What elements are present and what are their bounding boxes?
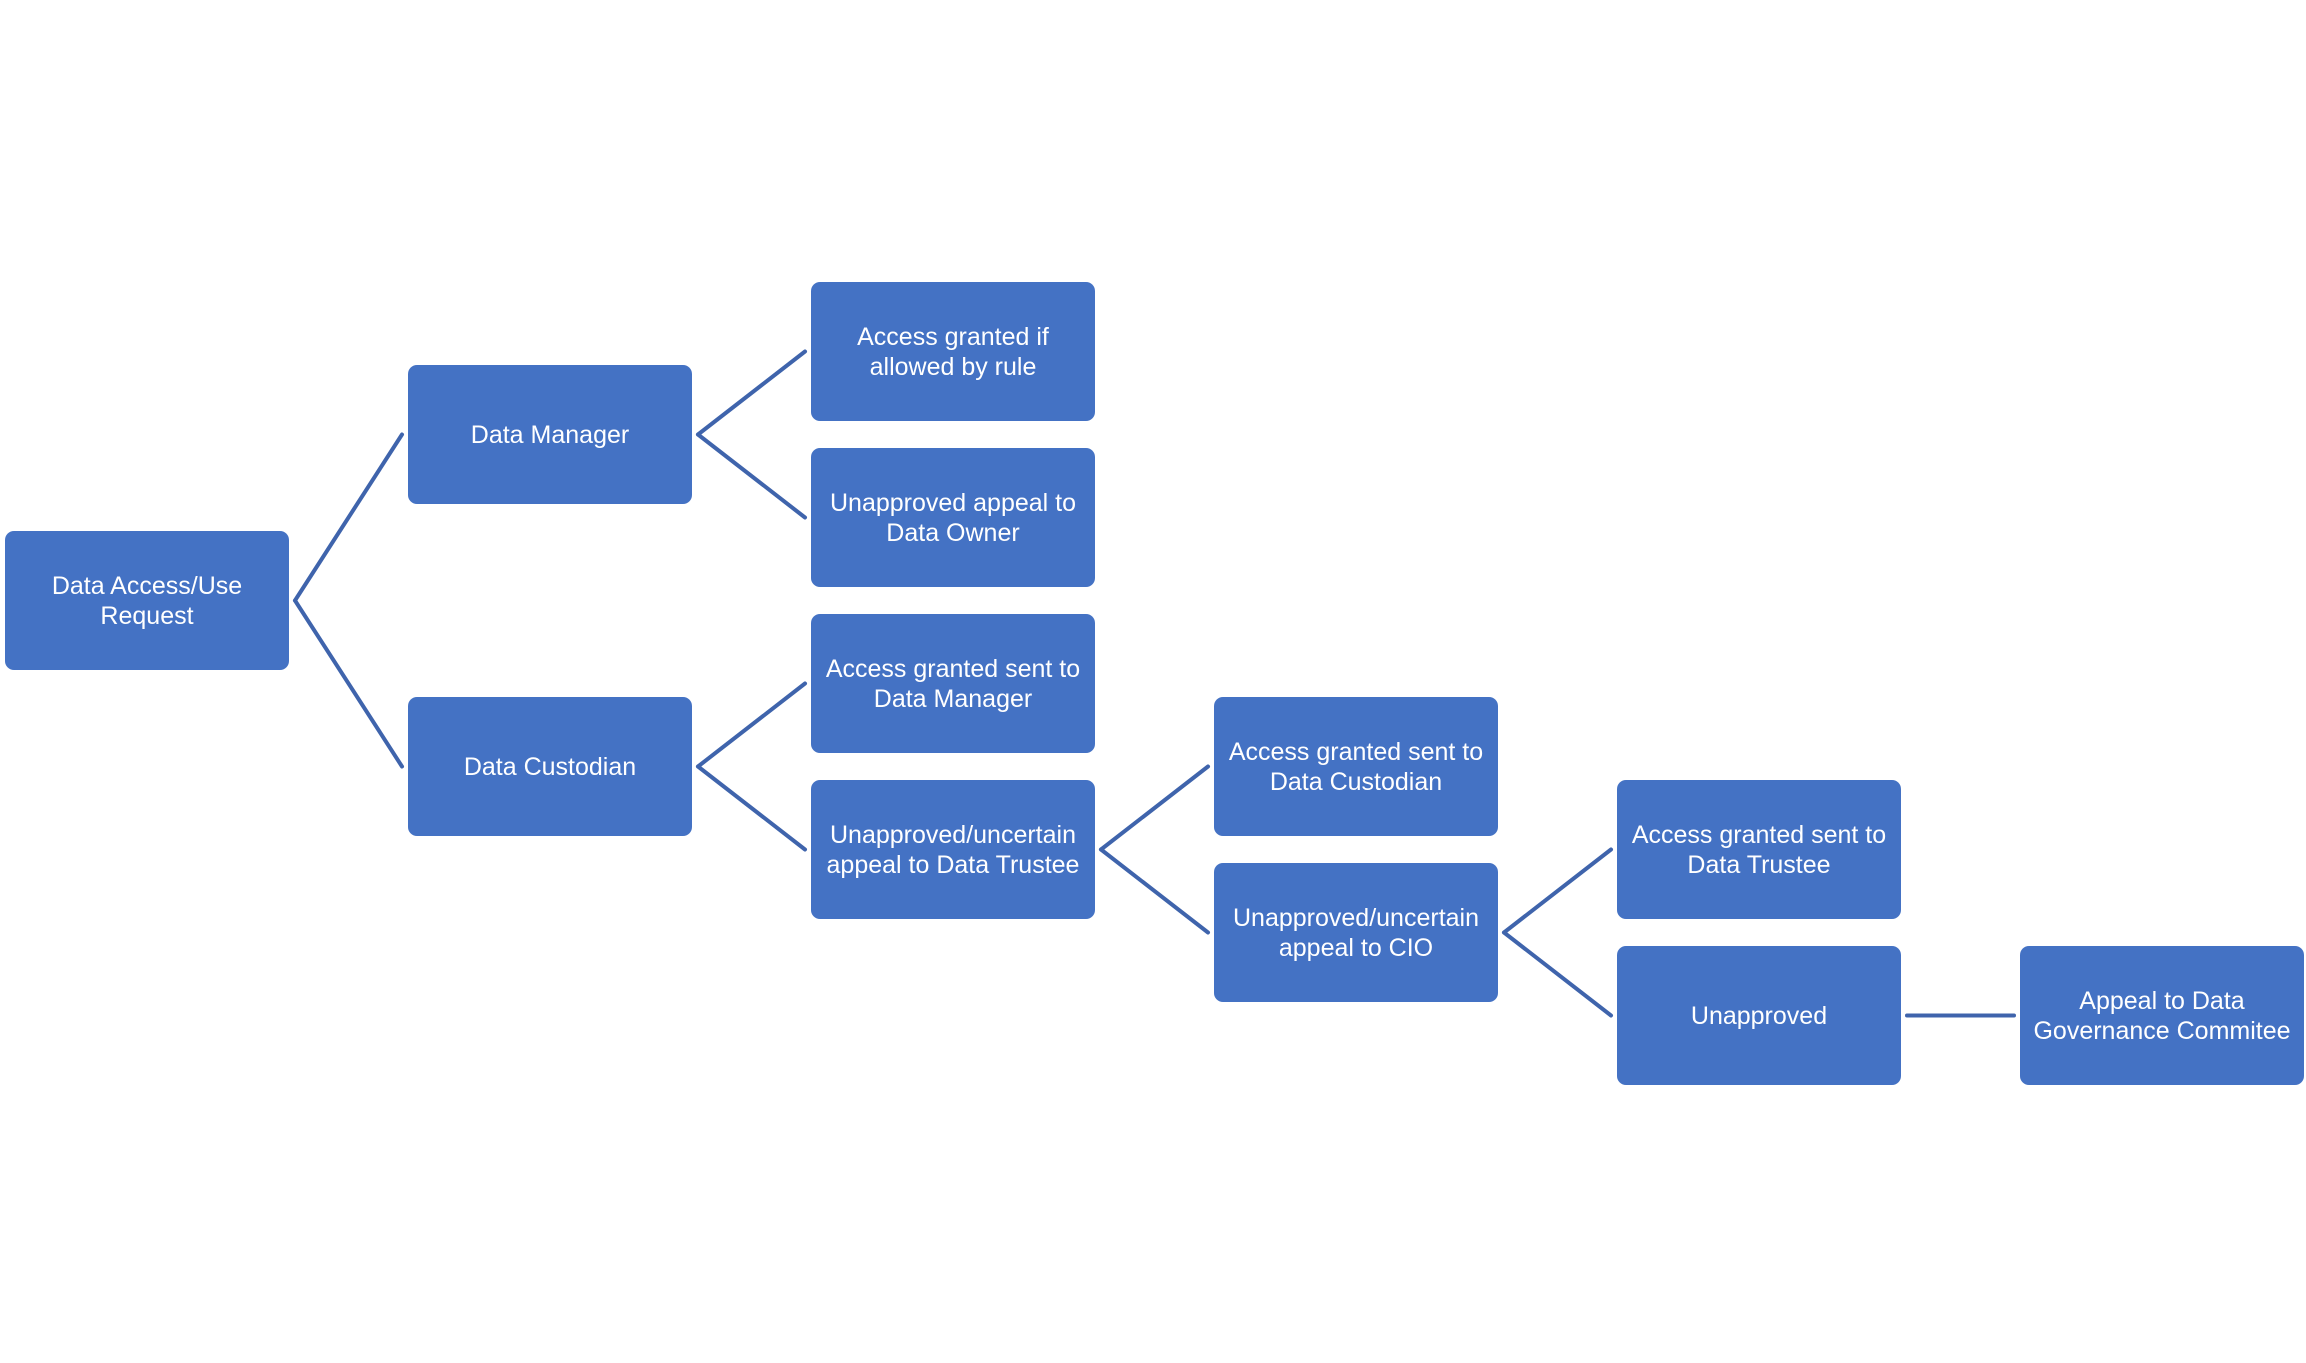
node-unapproved: Unapproved (1617, 946, 1901, 1085)
connector-root-to-custodian (293, 598, 404, 769)
connector-manager-to-mgr_granted (696, 349, 807, 437)
connector-cust_appeal-to-trustee_appeal (1099, 847, 1210, 935)
node-label: Unapproved appeal to Data Owner (829, 488, 1077, 547)
connector-cust_appeal-to-trustee_granted (1099, 764, 1210, 852)
node-data-manager: Data Manager (408, 365, 692, 504)
node-granted-sent-to-data-custodian: Access granted sent to Data Custodian (1214, 697, 1498, 836)
node-data-custodian: Data Custodian (408, 697, 692, 836)
node-label: Access granted sent to Data Manager (825, 654, 1081, 713)
node-access-granted-by-rule: Access granted if allowed by rule (811, 282, 1095, 421)
node-granted-sent-to-data-trustee: Access granted sent to Data Trustee (1617, 780, 1901, 919)
connector-root-to-manager (293, 432, 404, 603)
connector-trustee_appeal-to-cio_unapproved (1502, 930, 1613, 1018)
node-label: Appeal to Data Governance Commitee (2033, 986, 2291, 1045)
connector-manager-to-mgr_appeal (696, 432, 807, 520)
node-label: Data Manager (470, 420, 630, 449)
connector-custodian-to-cust_granted (696, 681, 807, 769)
node-label: Access granted sent to Data Trustee (1631, 820, 1887, 879)
node-label: Data Access/Use Request (51, 571, 243, 630)
connector-trustee_appeal-to-cio_granted (1502, 847, 1613, 935)
node-label: Access granted sent to Data Custodian (1228, 737, 1484, 796)
node-appeal-to-data-trustee: Unapproved/uncertain appeal to Data Trus… (811, 780, 1095, 919)
node-appeal-to-cio: Unapproved/uncertain appeal to CIO (1214, 863, 1498, 1002)
node-appeal-to-data-owner: Unapproved appeal to Data Owner (811, 448, 1095, 587)
node-granted-sent-to-data-manager: Access granted sent to Data Manager (811, 614, 1095, 753)
node-label: Unapproved (1690, 1001, 1828, 1030)
node-label: Unapproved/uncertain appeal to Data Trus… (826, 820, 1080, 879)
node-data-access-request: Data Access/Use Request (5, 531, 289, 670)
connector-custodian-to-cust_appeal (696, 764, 807, 852)
node-appeal-to-governance-committee: Appeal to Data Governance Commitee (2020, 946, 2304, 1085)
node-label: Unapproved/uncertain appeal to CIO (1233, 903, 1479, 962)
node-label: Access granted if allowed by rule (857, 322, 1049, 381)
node-label: Data Custodian (463, 752, 637, 781)
